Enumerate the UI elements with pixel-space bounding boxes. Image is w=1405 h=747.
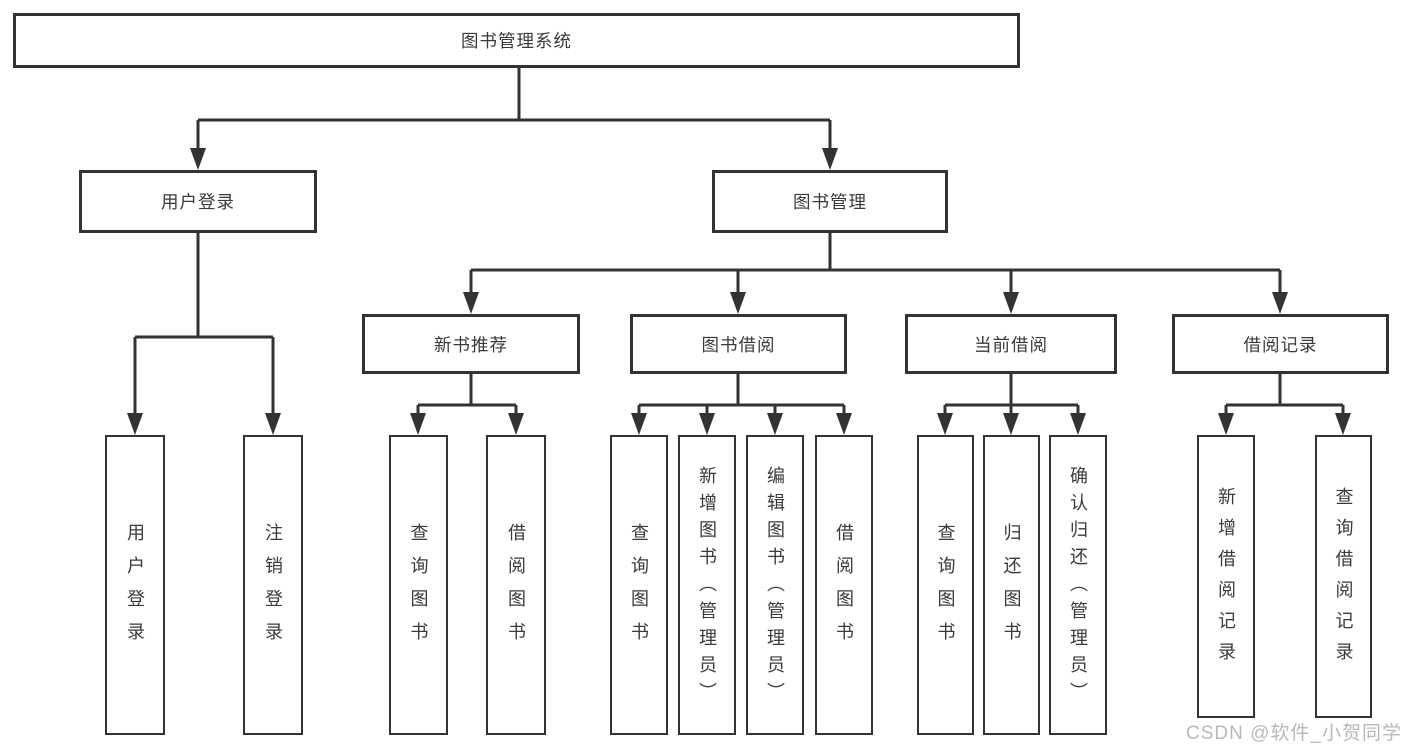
leaf-borrow-add-admin-label: 新增图书（管理员）: [697, 465, 717, 709]
leaf-newbooks-query-label: 查询图书: [408, 523, 429, 655]
node-book-management: 图书管理: [712, 170, 948, 233]
leaf-borrow-borrow: 借阅图书: [815, 435, 873, 735]
node-borrow-records: 借阅记录: [1172, 314, 1389, 374]
leaf-current-query-label: 查询图书: [935, 523, 956, 655]
node-book-management-label: 图书管理: [793, 192, 867, 212]
leaf-current-confirm-admin: 确认归还（管理员）: [1049, 435, 1107, 735]
leaf-current-query: 查询图书: [917, 435, 974, 735]
node-root: 图书管理系统: [13, 13, 1020, 68]
leaf-newbooks-borrow-label: 借阅图书: [506, 523, 526, 655]
node-new-books: 新书推荐: [362, 314, 580, 374]
connector-borrowrecords-to-leaves: [1218, 374, 1351, 435]
leaf-borrow-edit-admin-label: 编辑图书（管理员）: [765, 465, 785, 709]
leaf-newbooks-query: 查询图书: [389, 435, 448, 735]
node-root-label: 图书管理系统: [461, 31, 572, 51]
connector-currentborrow-to-leaves: [937, 374, 1086, 435]
leaf-records-query: 查询借阅记录: [1315, 435, 1372, 718]
leaf-logout-label: 注销登录: [263, 523, 283, 655]
node-new-books-label: 新书推荐: [434, 334, 508, 355]
connector-newbooks-to-leaves: [410, 374, 524, 435]
node-user-login-label: 用户登录: [161, 192, 235, 212]
leaf-borrow-query: 查询图书: [610, 435, 668, 735]
leaf-logout: 注销登录: [243, 435, 303, 735]
leaf-user-login-label: 用户登录: [125, 523, 145, 655]
leaf-user-login: 用户登录: [105, 435, 165, 735]
leaf-borrow-edit-admin: 编辑图书（管理员）: [746, 435, 804, 735]
node-book-borrow: 图书借阅: [630, 314, 847, 374]
node-current-borrow-label: 当前借阅: [974, 334, 1048, 355]
leaf-current-return-label: 归还图书: [1001, 523, 1022, 655]
leaf-borrow-query-label: 查询图书: [629, 523, 649, 655]
csdn-watermark: CSDN @软件_小贺同学: [1186, 723, 1402, 744]
leaf-records-add: 新增借阅记录: [1197, 435, 1255, 718]
leaf-current-return: 归还图书: [983, 435, 1040, 735]
leaf-borrow-add-admin: 新增图书（管理员）: [678, 435, 736, 735]
connector-bookmgmt-to-level3: [463, 233, 1288, 314]
leaf-records-query-label: 查询借阅记录: [1333, 486, 1354, 673]
node-current-borrow: 当前借阅: [905, 314, 1117, 374]
node-book-borrow-label: 图书借阅: [701, 334, 776, 355]
leaf-records-add-label: 新增借阅记录: [1216, 486, 1236, 673]
leaf-borrow-borrow-label: 借阅图书: [834, 523, 854, 655]
node-borrow-records-label: 借阅记录: [1243, 334, 1318, 355]
leaf-newbooks-borrow: 借阅图书: [486, 435, 546, 735]
connector-bookborrow-to-leaves: [631, 374, 852, 435]
connector-root-to-level2: [190, 68, 838, 170]
node-user-login: 用户登录: [79, 170, 317, 233]
leaf-current-confirm-admin-label: 确认归还（管理员）: [1068, 465, 1088, 709]
connector-userlogin-to-leaves: [127, 233, 281, 435]
